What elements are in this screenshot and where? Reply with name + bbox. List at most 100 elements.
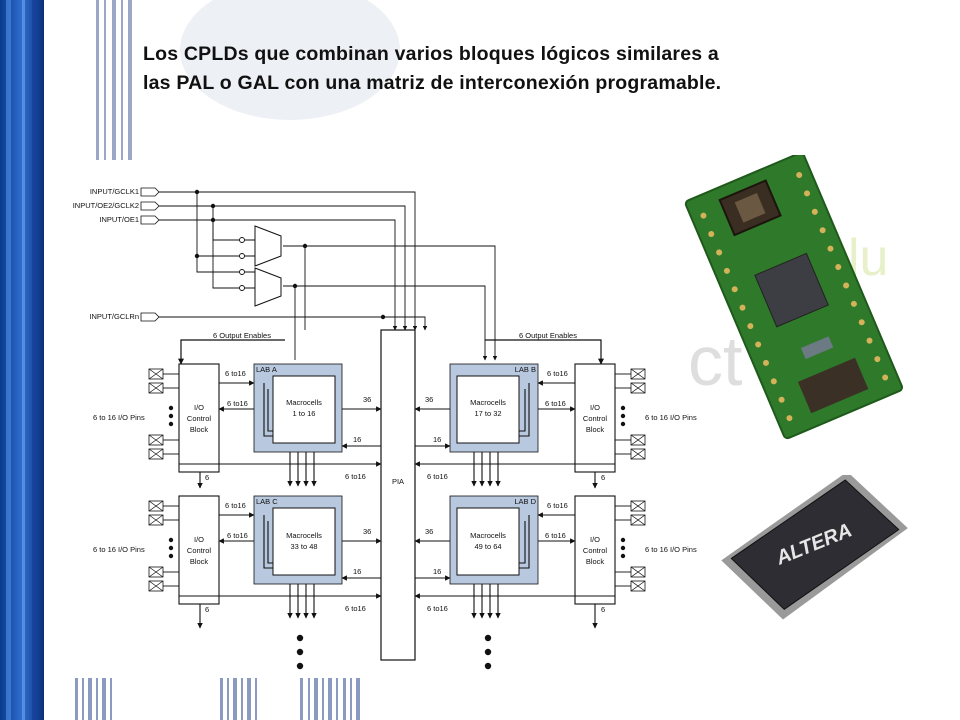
lab-b: LAB B Macrocells 17 to 32 <box>449 363 539 453</box>
input-oe2-gclk2-label: INPUT/OE2/GCLK2 <box>73 201 139 210</box>
bus-label-b-out: 6 to16 <box>545 399 566 408</box>
lab-b-name: LAB B <box>515 365 536 374</box>
io-block-top-right: I/O Control Block <box>574 363 616 473</box>
io-block-bottom-left: I/O Control Block <box>178 495 220 605</box>
io-pin-pad <box>615 500 646 512</box>
bus-label-d-out: 6 to16 <box>545 531 566 540</box>
io-block-top-left-l3: Block <box>190 425 209 434</box>
bus-6-d: 6 <box>601 605 605 614</box>
lab-d-macro-range: 49 to 64 <box>474 542 501 551</box>
pia-label: PIA <box>392 477 404 486</box>
continuation-dot <box>168 545 174 551</box>
cpld-development-board-photo: ct lu <box>684 155 903 440</box>
continuation-dot <box>620 537 626 543</box>
oe-multiplexers <box>254 225 282 307</box>
io-block-bottom-left-l2: Control <box>187 546 212 555</box>
bus-6-a: 6 <box>205 473 209 482</box>
svg-text:ct: ct <box>688 322 742 400</box>
lab-c: LAB C Macrocells 33 to 48 <box>253 495 343 585</box>
io-block-bottom-right: I/O Control Block <box>574 495 616 605</box>
bus-6to16-pia-d: 6 to16 <box>427 604 448 613</box>
bus-36-b: 36 <box>425 395 433 404</box>
altera-chip-photo: ALTERA <box>721 475 908 620</box>
io-pin-pad <box>148 566 179 578</box>
io-pin-pad <box>615 514 646 526</box>
continuation-dot <box>620 413 626 419</box>
io-pin-pad <box>148 514 179 526</box>
bottom-decoration <box>75 677 360 720</box>
lab-c-macro-range: 33 to 48 <box>290 542 317 551</box>
heading-line-1: Los CPLDs que combinan varios bloques ló… <box>143 43 719 65</box>
io-block-bottom-left-l1: I/O <box>194 535 204 544</box>
heading-line-2: las PAL o GAL con una matriz de intercon… <box>143 72 722 94</box>
cpld-architecture-diagram: INPUT/GCLK1 INPUT/OE2/GCLK2 INPUT/OE1 IN… <box>45 178 720 678</box>
lab-c-macro-label: Macrocells <box>286 531 322 540</box>
input-gclrn-label: INPUT/GCLRn <box>89 312 139 321</box>
io-block-bottom-right-l2: Control <box>583 546 608 555</box>
continuation-dot <box>620 421 626 427</box>
io-block-top-left-l2: Control <box>187 414 212 423</box>
io-block-bottom-left-l3: Block <box>190 557 209 566</box>
bus-16-a: 16 <box>353 435 361 444</box>
bus-36-a: 36 <box>363 395 371 404</box>
input-oe1-label: INPUT/OE1 <box>99 215 139 224</box>
io-block-top-right-l2: Control <box>583 414 608 423</box>
io-block-top-right-l3: Block <box>586 425 605 434</box>
lab-d: LAB D Macrocells 49 to 64 <box>449 495 539 585</box>
io-pin-pad <box>615 434 646 446</box>
lab-a-macro-range: 1 to 16 <box>293 409 316 418</box>
io-block-bottom-right-l1: I/O <box>590 535 600 544</box>
io-pin-pad <box>148 448 179 460</box>
bus-6to16-pia-c: 6 to16 <box>345 604 366 613</box>
continuation-dot <box>620 545 626 551</box>
continuation-dot <box>168 537 174 543</box>
lab-c-name: LAB C <box>256 497 278 506</box>
bus-6-b: 6 <box>601 473 605 482</box>
bus-label-c-in: 6 to16 <box>225 501 246 510</box>
lab-a-name: LAB A <box>256 365 277 374</box>
io-pin-pad <box>148 434 179 446</box>
io-pin-pad <box>615 368 646 380</box>
io-pin-pad <box>148 580 179 592</box>
bus-label-a-in: 6 to16 <box>225 369 246 378</box>
lab-a: LAB A Macrocells 1 to 16 <box>253 363 343 453</box>
io-pins-label-top-left: 6 to 16 I/O Pins <box>93 413 145 422</box>
continuation-dot <box>168 553 174 559</box>
continuation-dot <box>168 413 174 419</box>
continuation-dot <box>620 553 626 559</box>
output-enables-left-label: 6 Output Enables <box>213 331 271 340</box>
lab-b-macro-label: Macrocells <box>470 398 506 407</box>
io-pin-pad <box>148 500 179 512</box>
bus-6-c: 6 <box>205 605 209 614</box>
slide-heading: Los CPLDs que combinan varios bloques ló… <box>143 40 869 98</box>
io-pins-label-bottom-left: 6 to 16 I/O Pins <box>93 545 145 554</box>
io-block-bottom-right-l3: Block <box>586 557 605 566</box>
io-pin-pad <box>615 566 646 578</box>
lab-d-name: LAB D <box>514 497 536 506</box>
lab-b-macro-range: 17 to 32 <box>474 409 501 418</box>
bus-36-c: 36 <box>363 527 371 536</box>
bus-label-d-in: 6 to16 <box>547 501 568 510</box>
bus-16-d: 16 <box>433 567 441 576</box>
bus-label-b-in: 6 to16 <box>547 369 568 378</box>
io-block-top-left-l1: I/O <box>194 403 204 412</box>
bus-6to16-pia-b: 6 to16 <box>427 472 448 481</box>
input-pins: INPUT/GCLK1 INPUT/OE2/GCLK2 INPUT/OE1 IN… <box>73 187 160 322</box>
io-block-top-left: I/O Control Block <box>178 363 220 473</box>
bus-label-c-out: 6 to16 <box>227 531 248 540</box>
bus-label-a-out: 6 to16 <box>227 399 248 408</box>
output-enables-right-label: 6 Output Enables <box>519 331 577 340</box>
io-pin-pad <box>148 368 179 380</box>
continuation-dot <box>620 405 626 411</box>
bus-16-b: 16 <box>433 435 441 444</box>
io-pin-pad <box>615 448 646 460</box>
bus-36-d: 36 <box>425 527 433 536</box>
pia-block <box>380 329 416 661</box>
io-pins-label-bottom-right: 6 to 16 I/O Pins <box>645 545 697 554</box>
io-pin-pad <box>615 382 646 394</box>
io-pin-pad <box>615 580 646 592</box>
bus-6to16-pia-a: 6 to16 <box>345 472 366 481</box>
io-pin-pads <box>148 368 646 592</box>
continuation-dot <box>168 405 174 411</box>
